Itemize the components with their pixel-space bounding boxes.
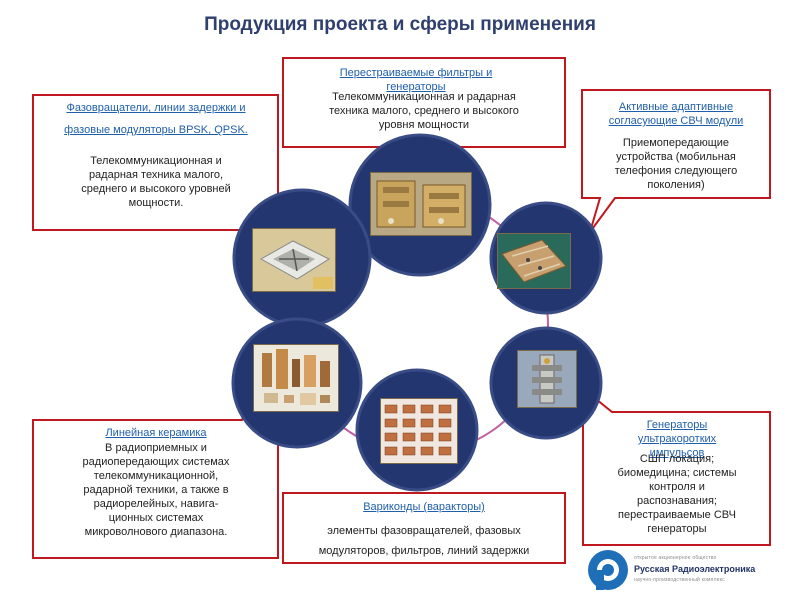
linear-ceramics-title-text: Линейная керамика — [105, 427, 207, 439]
callout-box-active-modules — [581, 89, 771, 233]
tunable-filters-title: Перестраиваемые фильтры и генераторы — [286, 66, 546, 94]
ceramics-photo — [253, 344, 339, 412]
pulse-generators-body: СШП локация; биомедицина; системы контро… — [586, 452, 768, 536]
linear-ceramics-body-line: телекоммуникационной, — [93, 470, 219, 482]
pulse-generators-title-line3: импульсов — [649, 447, 705, 459]
active-modules-title-line1: Активные адаптивные — [618, 101, 734, 113]
active-modules-body-line: телефония следующего — [614, 165, 738, 177]
tunable-filters-body-line: Телекоммуникационная и радарная — [332, 91, 516, 103]
pulse-generators-body-line: СШП локация; — [639, 453, 715, 465]
active-modules-body-line: устройства (мобильная — [616, 151, 736, 163]
logo-company-name: Русская Радиоэлектроника — [634, 564, 756, 574]
linear-ceramics-body-line: радарной техники, а также в — [83, 484, 229, 496]
phase-shifters-body-line: среднего и высокого уровней — [81, 183, 231, 195]
page-title: Продукция проекта и сферы применения — [204, 14, 596, 35]
varicondes-body-line: модуляторов, фильтров, линий задержки — [318, 545, 530, 557]
pulse-generators-body-line: распознавания; — [637, 495, 717, 507]
linear-ceramics-body-line: радиопередающих системах — [82, 456, 230, 468]
phase-shifters-body-line: радарная техника малого, — [88, 169, 224, 181]
tunable-filters-body: Телекоммуникационная и радарная техника … — [286, 90, 562, 132]
linear-ceramics-body-line: микроволнового диапазона. — [84, 526, 228, 538]
logo-line1: открытое акционерное общество — [634, 555, 717, 561]
linear-ceramics-body-line: ционных системах — [108, 512, 204, 524]
tunable-filter-photo — [370, 172, 472, 236]
pulse-generators-title-line1: Генераторы — [646, 419, 708, 431]
tunable-filters-title-line2: генераторы — [386, 81, 446, 93]
phase-shifter-photo — [252, 228, 336, 292]
active-modules-body: Приемопередающие устройства (мобильная т… — [585, 136, 767, 192]
pulse-generator-photo — [517, 350, 577, 408]
active-modules-body-line: поколения) — [647, 179, 705, 191]
phase-shifters-title-line2: фазовые модуляторы BPSK, QPSK. — [64, 124, 248, 136]
tunable-filters-title-line1: Перестраиваемые фильтры и — [339, 67, 493, 79]
active-modules-body-line: Приемопередающие — [622, 137, 730, 149]
phase-shifters-body-line: мощности. — [128, 197, 184, 209]
active-modules-title: Активные адаптивные согласующие СВЧ моду… — [585, 100, 767, 128]
linear-ceramics-body: В радиоприемных и радиопередающих систем… — [36, 441, 276, 539]
phase-shifters-body: Телекоммуникационная и радарная техника … — [36, 154, 276, 210]
pulse-generators-body-line: биомедицина; системы — [617, 467, 737, 479]
pulse-generators-body-line: генераторы — [647, 523, 707, 535]
pulse-generators-title-line2: ультракоротких — [637, 433, 717, 445]
linear-ceramics-title: Линейная керамика — [36, 426, 276, 440]
phase-shifters-title-line1: Фазовращатели, линии задержки и — [66, 102, 246, 114]
varicondes-body-line: элементы фазовращателей, фазовых — [327, 525, 521, 537]
active-module-photo — [497, 233, 571, 289]
varicondes-title: Вариконды (варакторы) — [286, 500, 562, 514]
varicondes-body: элементы фазовращателей, фазовых модулят… — [286, 524, 562, 558]
callout-box-varicondes — [282, 492, 566, 564]
pulse-generators-title: Генераторы ультракоротких импульсов — [586, 418, 768, 460]
varicondes-title-text: Вариконды (варакторы) — [363, 501, 485, 513]
linear-ceramics-body-line: радиорелейных, навига- — [93, 498, 219, 510]
tunable-filters-body-line: техника малого, среднего и высокого — [329, 105, 519, 117]
pulse-generators-body-line: перестраиваемые СВЧ — [618, 509, 736, 521]
varicond-photo — [380, 398, 458, 464]
linear-ceramics-body-line: В радиоприемных и — [105, 442, 207, 454]
pr-logo-icon — [588, 550, 628, 590]
pulse-generators-body-line: контроля и — [649, 481, 705, 493]
phase-shifters-title: Фазовращатели, линии задержки и фазовые … — [36, 101, 276, 137]
active-modules-title-line2: согласующие СВЧ модули — [608, 115, 744, 127]
tunable-filters-body-line: уровня мощности — [378, 119, 470, 131]
logo-line3: научно-производственный комплекс — [634, 577, 725, 583]
phase-shifters-body-line: Телекоммуникационная и — [90, 155, 222, 167]
